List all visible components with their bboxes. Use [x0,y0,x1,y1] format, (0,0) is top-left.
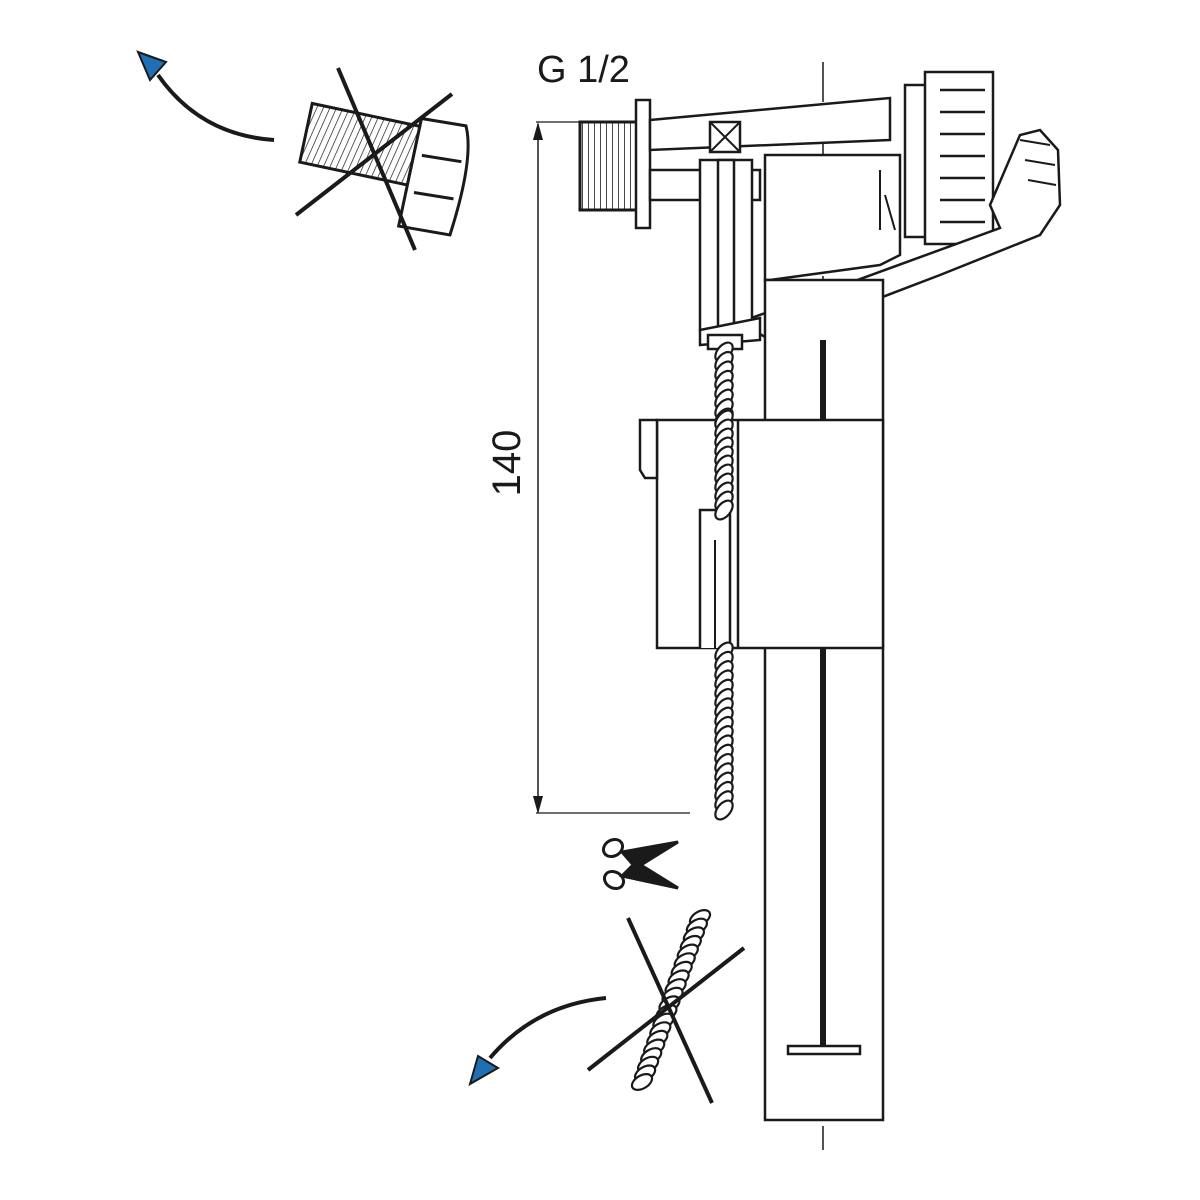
fill-valve-body [578,70,1062,1122]
curved-arrow-icon [468,996,607,1087]
height-dimension: 140 [485,121,690,814]
discarded-cut-rod [468,908,746,1104]
thread-size-label: G 1/2 [537,49,630,91]
float-block [655,418,885,650]
threaded-nut-part [297,101,470,237]
rod-twist [630,1072,654,1092]
cross-out-icon [294,67,454,251]
float-clip [638,418,659,480]
rod-twist [714,499,734,521]
curved-arrow-icon [136,50,275,142]
threaded-adjust-rod [714,341,734,821]
valve-cap [923,70,995,246]
scissors-icon [601,837,679,891]
rod-twist [714,799,734,821]
inlet-thread [578,120,642,212]
cross-out-icon [586,917,746,1104]
valve-head-arm [648,96,892,152]
bottom-plate [786,1044,862,1056]
cut-rod-piece [630,908,712,1092]
discarded-inlet-nut [136,50,470,251]
valve-cap-ribs [940,88,985,224]
inlet-flange [634,98,652,230]
height-dimension-label: 140 [485,430,529,497]
